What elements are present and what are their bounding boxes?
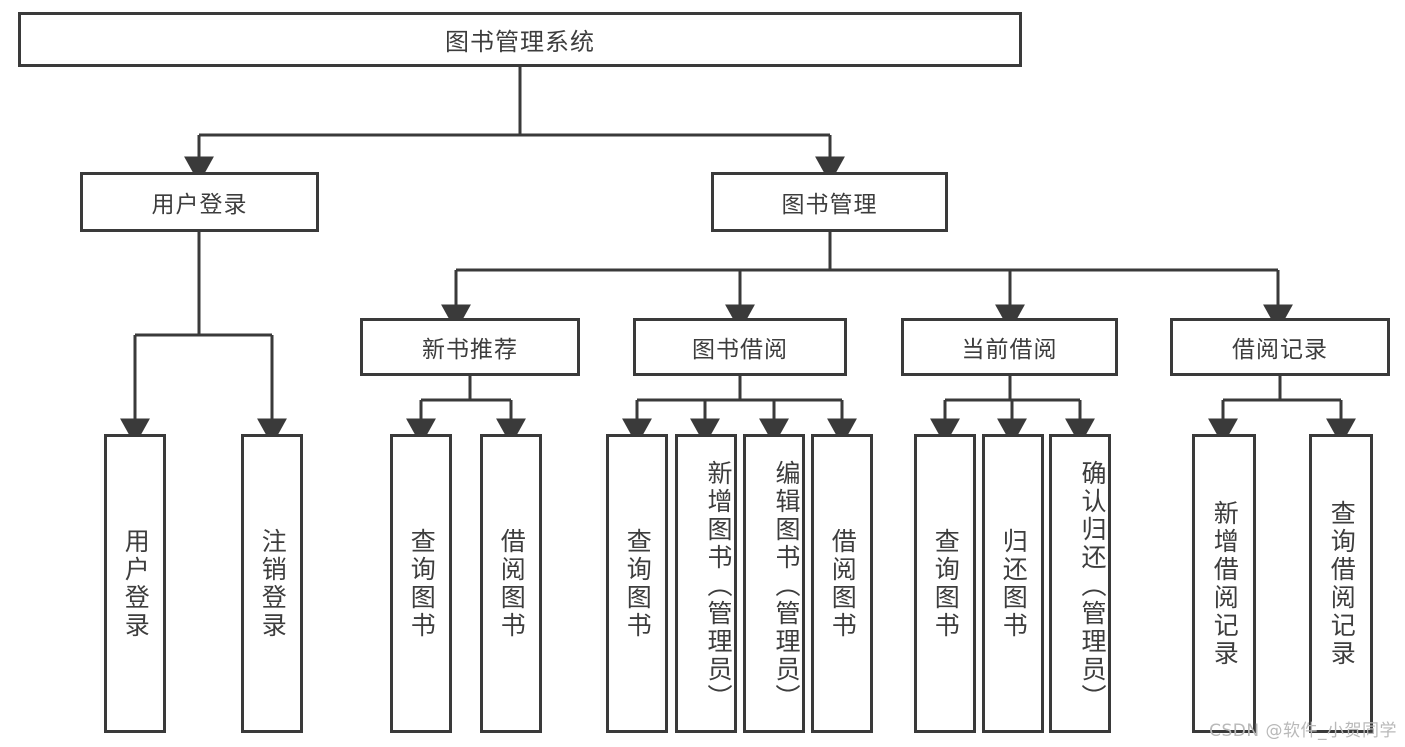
node-label: 当前借阅 xyxy=(961,337,1058,363)
node-label: 借阅图书 xyxy=(497,527,527,640)
node-label: 图书管理 xyxy=(781,192,878,218)
node-label: 借阅图书 xyxy=(828,527,858,640)
leaf-query-book-borrow[interactable]: 查询图书 xyxy=(606,434,668,733)
leaf-borrow-book[interactable]: 借阅图书 xyxy=(811,434,873,733)
node-label: 新增图书（管理员） xyxy=(704,459,733,712)
node-label: 用户登录 xyxy=(121,527,151,640)
leaf-borrow-book-recommend[interactable]: 借阅图书 xyxy=(480,434,542,733)
leaf-query-borrow-record[interactable]: 查询借阅记录 xyxy=(1309,434,1373,733)
node-label: 查询图书 xyxy=(623,527,653,640)
leaf-query-book-current[interactable]: 查询图书 xyxy=(914,434,976,733)
leaf-add-borrow-record[interactable]: 新增借阅记录 xyxy=(1192,434,1256,733)
leaf-user-login[interactable]: 用户登录 xyxy=(104,434,166,733)
node-label: 注销登录 xyxy=(258,527,288,640)
node-label: 编辑图书（管理员） xyxy=(772,459,801,712)
leaf-query-book-recommend[interactable]: 查询图书 xyxy=(390,434,452,733)
node-current-borrow[interactable]: 当前借阅 xyxy=(901,318,1118,376)
node-root-book-management-system[interactable]: 图书管理系统 xyxy=(18,12,1022,67)
node-label: 新书推荐 xyxy=(422,337,518,363)
node-label: 查询图书 xyxy=(931,527,961,640)
node-label: 确认归还（管理员） xyxy=(1078,459,1107,712)
csdn-watermark: CSDN @软件_小贺同学 xyxy=(1209,721,1397,741)
node-new-book-recommend[interactable]: 新书推荐 xyxy=(360,318,580,376)
leaf-edit-book-admin[interactable]: 编辑图书（管理员） xyxy=(743,434,805,733)
node-label: 新增借阅记录 xyxy=(1210,499,1240,668)
node-borrow-record[interactable]: 借阅记录 xyxy=(1170,318,1390,376)
leaf-logout-login[interactable]: 注销登录 xyxy=(241,434,303,733)
leaf-return-book[interactable]: 归还图书 xyxy=(982,434,1044,733)
node-label: 图书管理系统 xyxy=(445,28,595,56)
node-label: 查询图书 xyxy=(407,527,437,640)
node-label: 图书借阅 xyxy=(692,337,788,363)
leaf-confirm-return-admin[interactable]: 确认归还（管理员） xyxy=(1049,434,1111,733)
leaf-add-book-admin[interactable]: 新增图书（管理员） xyxy=(675,434,737,733)
node-label: 用户登录 xyxy=(151,192,248,218)
node-label: 查询借阅记录 xyxy=(1327,499,1357,668)
node-user-login[interactable]: 用户登录 xyxy=(80,172,319,232)
node-label: 归还图书 xyxy=(999,527,1029,640)
node-book-management[interactable]: 图书管理 xyxy=(711,172,948,232)
node-label: 借阅记录 xyxy=(1232,337,1328,363)
node-book-borrow[interactable]: 图书借阅 xyxy=(633,318,847,376)
